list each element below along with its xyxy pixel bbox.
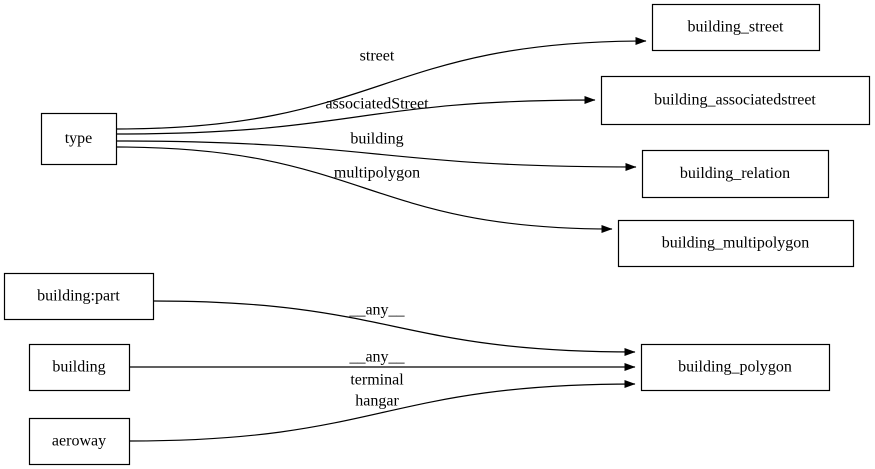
- graph-edge: [116, 96, 596, 135]
- node-label: type: [65, 130, 93, 147]
- edge-label: multipolygon: [334, 165, 420, 182]
- graph-node-building-associatedstreet[interactable]: building_associatedstreet: [600, 75, 871, 126]
- node-label: building_street: [688, 19, 785, 36]
- edge-path: [116, 146, 613, 233]
- node-label: building_associatedstreet: [654, 92, 816, 109]
- node-label: building_relation: [680, 165, 790, 182]
- node-label: building:part: [37, 288, 120, 305]
- node-label: building: [52, 359, 105, 376]
- edge-path: [116, 96, 596, 135]
- edge-label: associatedStreet: [325, 96, 429, 113]
- graph-edge: [116, 37, 647, 130]
- edge-label: terminal: [350, 372, 404, 389]
- edge-path: [129, 380, 636, 442]
- graph-node-building-relation[interactable]: building_relation: [641, 149, 830, 199]
- edge-label: hangar: [355, 393, 399, 410]
- graph-edge: [116, 146, 613, 233]
- edge-path: [116, 140, 637, 171]
- graph-edge: [116, 140, 637, 171]
- node-box[interactable]: [40, 112, 118, 166]
- edge-path: [153, 300, 636, 356]
- node-label: aeroway: [52, 433, 106, 450]
- graph-node-aeroway[interactable]: aeroway: [28, 417, 131, 466]
- node-box[interactable]: [640, 343, 831, 392]
- node-box[interactable]: [28, 417, 131, 466]
- graph-node-building-polygon[interactable]: building_polygon: [640, 343, 831, 392]
- graph-node-building-multipolygon[interactable]: building_multipolygon: [617, 219, 855, 268]
- node-box[interactable]: [600, 75, 871, 126]
- edge-path: [116, 37, 647, 130]
- node-label: building_multipolygon: [662, 235, 810, 252]
- edges-layer: [116, 37, 647, 442]
- edge-label: __any__: [348, 349, 405, 366]
- node-box[interactable]: [641, 149, 830, 199]
- graph-node-type[interactable]: type: [40, 112, 118, 166]
- graph-edge: [129, 380, 636, 442]
- node-label: building_polygon: [678, 359, 792, 376]
- edge-label: building: [350, 131, 403, 148]
- graph-node-building-part[interactable]: building:part: [3, 272, 155, 321]
- edge-label: street: [360, 48, 395, 65]
- node-box[interactable]: [617, 219, 855, 268]
- graph-node-building[interactable]: building: [28, 343, 131, 392]
- edge-labels-layer: street associatedStreet building multipolyg…: [325, 48, 429, 410]
- graph-edge: [153, 300, 636, 356]
- nodes-layer: type building_street building_associatedst…: [3, 3, 871, 466]
- node-box[interactable]: [651, 3, 821, 52]
- graph-node-building-street[interactable]: building_street: [651, 3, 821, 52]
- edge-label: __any__: [348, 302, 405, 319]
- node-box[interactable]: [3, 272, 155, 321]
- node-box[interactable]: [28, 343, 131, 392]
